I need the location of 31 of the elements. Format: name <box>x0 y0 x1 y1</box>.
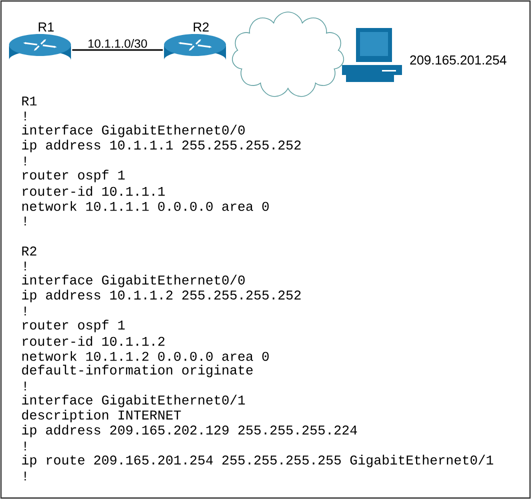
config-line: interface GigabitEthernet0/0 <box>22 274 245 288</box>
config-line: ip address 209.165.202.129 255.255.255.224 <box>22 424 357 438</box>
config-line: interface GigabitEthernet0/1 <box>22 394 245 408</box>
config-line: R2 <box>22 246 36 256</box>
config-line: description INTERNET <box>22 410 181 422</box>
config-line: ip address 10.1.1.1 255.255.255.252 <box>22 140 301 152</box>
config-line: ip route 209.165.201.254 255.255.255.255 GigabitEthernet0/1 <box>22 454 494 468</box>
config-line: R1 <box>22 96 37 106</box>
config-line: ! <box>24 262 26 270</box>
config-line: ! <box>24 306 26 316</box>
config-line: default-information originate <box>22 364 253 378</box>
ip-address: 209.165.201.254 <box>410 55 506 65</box>
config-line: ! <box>24 382 26 390</box>
config-line: ! <box>24 216 26 226</box>
config-line: network 10.1.1.2 0.0.0.0 area 0 <box>22 351 269 361</box>
link-line <box>72 49 163 51</box>
cloud <box>232 12 344 97</box>
config-line: router-id 10.1.1.1 <box>22 186 165 196</box>
router-name: R1 <box>38 22 54 32</box>
config-line: router ospf 1 <box>22 320 125 332</box>
edge-label: 10.1.1.0/30 <box>88 39 147 48</box>
config-line: ! <box>24 472 26 480</box>
config-line: ! <box>24 156 26 166</box>
config-line: ! <box>24 112 26 120</box>
config-line: ip address 10.1.1.2 255.255.255.252 <box>22 290 301 302</box>
config-line: router-id 10.1.1.2 <box>22 336 164 346</box>
config-line: interface GigabitEthernet0/0 <box>22 124 245 138</box>
router-name: R2 <box>194 22 209 32</box>
config-line: ! <box>24 442 26 450</box>
config-line: network 10.1.1.1 0.0.0.0 area 0 <box>22 201 269 211</box>
config-line: router ospf 1 <box>22 170 125 182</box>
